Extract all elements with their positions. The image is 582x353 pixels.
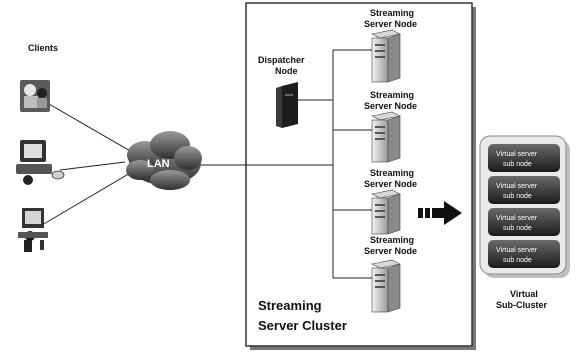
- virtual-subnode-3: [488, 208, 560, 236]
- virtual-subnode-2: [488, 176, 560, 204]
- node1-label-line2: Server Node: [364, 19, 417, 29]
- dispatcher-server-icon: [276, 82, 298, 128]
- node3-label-line2: Server Node: [364, 179, 417, 189]
- streaming-server-1-icon: [371, 29, 401, 83]
- vsub3-label-line1: Virtual server: [496, 215, 538, 222]
- vsub2-label-line1: Virtual server: [496, 183, 538, 190]
- cluster-title-line1: Streaming: [258, 298, 322, 313]
- cluster-title-line2: Server Cluster: [258, 318, 347, 333]
- lan-cloud: [126, 131, 202, 190]
- virtual-subnode-1: [488, 144, 560, 172]
- virtual-subnode-4: [488, 240, 560, 268]
- cluster-box: [245, 2, 473, 347]
- streaming-server-4-icon: [371, 259, 401, 313]
- dispatcher-label-line2: Node: [275, 66, 298, 76]
- client2-lan-line: [59, 161, 126, 171]
- clients-label: Clients: [28, 43, 58, 53]
- client1-lan-line: [41, 99, 133, 153]
- connection-lines: [41, 49, 375, 279]
- vsub2-label-line2: sub node: [503, 193, 532, 200]
- streaming-server-3-icon: [371, 189, 401, 235]
- dispatcher-label-line1: Dispatcher: [258, 55, 305, 65]
- node2-label-line1: Streaming: [370, 90, 414, 100]
- client-workstation-icon: [16, 140, 65, 185]
- node3-label-line1: Streaming: [370, 168, 414, 178]
- virtual-cluster-label-line1: Virtual: [510, 289, 538, 299]
- node4-label-line1: Streaming: [370, 235, 414, 245]
- arrow-to-virtual-icon: [418, 201, 462, 225]
- virtual-cluster-label-line2: Sub-Cluster: [496, 300, 548, 310]
- streaming-server-2-icon: [371, 111, 401, 163]
- node4-label-line2: Server Node: [364, 246, 417, 256]
- client-user-icon: [20, 80, 50, 112]
- vsub4-label-line2: sub node: [503, 257, 532, 264]
- vsub1-label-line2: sub node: [503, 161, 532, 168]
- node2-label-line2: Server Node: [364, 101, 417, 111]
- lan-label: LAN: [147, 158, 170, 170]
- node1-label-line1: Streaming: [370, 8, 414, 18]
- vsub4-label-line1: Virtual server: [496, 247, 538, 254]
- client3-lan-line: [41, 171, 133, 226]
- client-desk-user-icon: [18, 208, 48, 252]
- vsub1-label-line1: Virtual server: [496, 151, 538, 158]
- vsub3-label-line2: sub node: [503, 225, 532, 232]
